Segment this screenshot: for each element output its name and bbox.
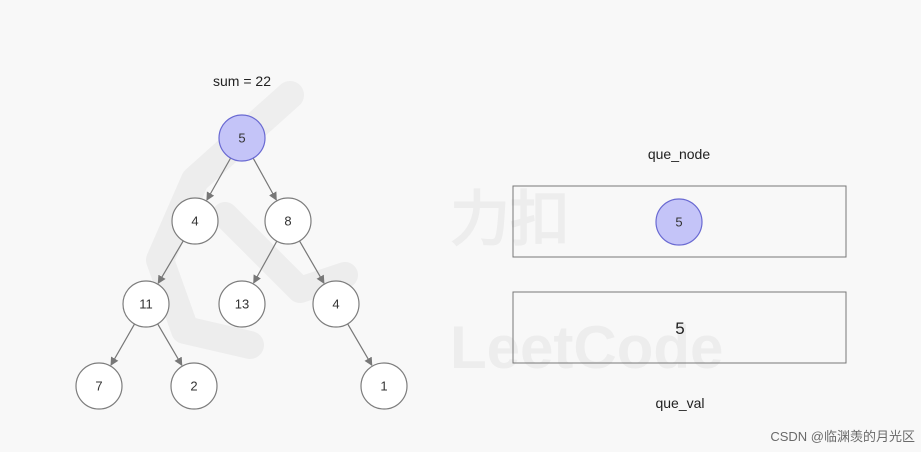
tree-edge bbox=[157, 240, 184, 285]
watermark-brand: LeetCode bbox=[450, 314, 723, 381]
tree-node: 7 bbox=[75, 362, 123, 410]
que-node-label: que_node bbox=[648, 146, 711, 162]
tree-node-label: 2 bbox=[190, 379, 197, 394]
tree-node-label: 1 bbox=[380, 379, 387, 394]
tree-node-circle bbox=[360, 362, 408, 410]
tree-edge bbox=[157, 323, 183, 367]
tree-node-circle bbox=[218, 280, 266, 328]
que-node-box bbox=[512, 185, 847, 258]
tree-node: 1 bbox=[360, 362, 408, 410]
tree-node-label: 11 bbox=[139, 297, 153, 312]
tree-node-label: 5 bbox=[238, 131, 245, 146]
que-val-box bbox=[512, 291, 847, 364]
tree-node-circle bbox=[122, 280, 170, 328]
tree-node: 2 bbox=[170, 362, 218, 410]
tree-node-circle bbox=[75, 362, 123, 410]
tree-edge bbox=[252, 157, 277, 201]
leetcode-watermark: 力扣 LeetCode bbox=[146, 81, 723, 381]
tree-node-label: 7 bbox=[95, 379, 102, 394]
tree-nodes: 5 4 8 11 13 4 7 2 1 bbox=[75, 114, 408, 410]
tree-node-label: 8 bbox=[284, 214, 291, 229]
tree-node-circle bbox=[170, 362, 218, 410]
tree-node: 4 bbox=[312, 280, 360, 328]
tree-node-label: 4 bbox=[191, 214, 198, 229]
footer-watermark: CSDN @临渊羡的月光区 bbox=[770, 429, 915, 444]
que-val-items: 5 bbox=[675, 319, 684, 338]
sum-label: sum = 22 bbox=[213, 73, 271, 89]
que-node-items: 5 bbox=[655, 198, 703, 246]
tree-node: 8 bbox=[264, 197, 312, 245]
que-val-item: 5 bbox=[675, 319, 684, 338]
tree-node: 11 bbox=[122, 280, 170, 328]
tree-node: 4 bbox=[171, 197, 219, 245]
tree-node-circle bbox=[218, 114, 266, 162]
tree-edge bbox=[253, 240, 278, 284]
tree-edges bbox=[110, 157, 373, 367]
tree-node: 13 bbox=[218, 280, 266, 328]
tree-node-circle bbox=[312, 280, 360, 328]
tree-edge bbox=[206, 157, 232, 201]
tree-edge bbox=[298, 240, 325, 284]
tree-node-label: 13 bbox=[235, 297, 249, 312]
tree-node-label: 4 bbox=[332, 297, 339, 312]
tree-node-circle bbox=[171, 197, 219, 245]
tree-node-circle bbox=[264, 197, 312, 245]
que-node-item-label: 5 bbox=[675, 215, 682, 230]
que-node-item: 5 bbox=[655, 198, 703, 246]
tree-edge bbox=[347, 323, 373, 367]
que-val-label: que_val bbox=[655, 395, 704, 411]
tree-edge bbox=[110, 323, 136, 366]
que-node-item-circle bbox=[655, 198, 703, 246]
tree-node: 5 bbox=[218, 114, 266, 162]
watermark-cjk: 力扣 bbox=[450, 186, 570, 253]
